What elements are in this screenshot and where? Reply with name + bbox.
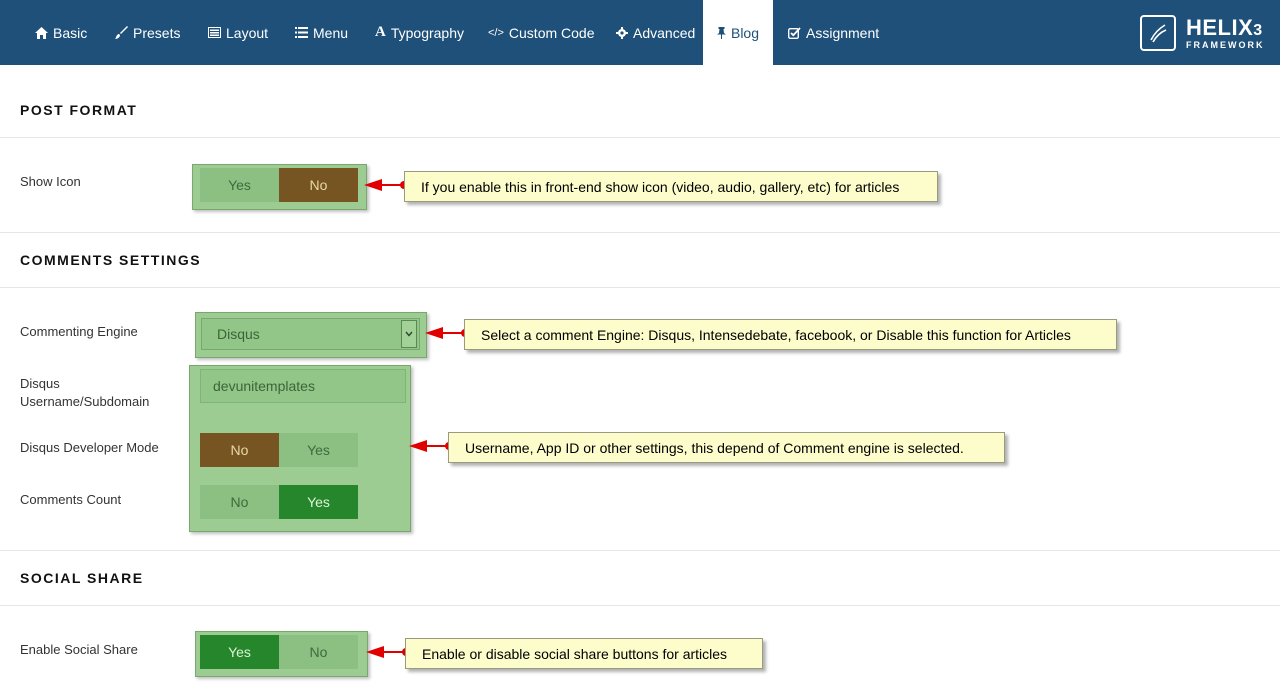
enable-social-share-label: Enable Social Share	[20, 642, 138, 657]
divider	[0, 137, 1280, 138]
red-arrow-icon	[425, 327, 469, 339]
tab-presets[interactable]: Presets	[115, 0, 180, 65]
font-icon: A	[375, 24, 386, 40]
divider	[0, 550, 1280, 551]
list-icon	[295, 27, 308, 38]
brush-icon	[115, 26, 128, 39]
commenting-engine-value: Disqus	[217, 326, 260, 342]
comments-count-yes-option[interactable]: Yes	[279, 485, 358, 519]
social-share-yes-option[interactable]: Yes	[200, 635, 279, 669]
disqus-dev-mode-no-option[interactable]: No	[200, 433, 279, 467]
divider	[0, 605, 1280, 606]
social-share-no-option[interactable]: No	[279, 635, 358, 669]
section-comments-settings: COMMENTS SETTINGS	[20, 252, 202, 268]
tab-custom-code-label: Custom Code	[508, 24, 595, 41]
tab-typography-label: Typography	[390, 24, 465, 41]
logo-name: HELIX	[1186, 14, 1254, 40]
code-icon: </>	[488, 26, 504, 39]
tab-custom-code[interactable]: </> Custom Code	[488, 0, 595, 65]
comments-count-toggle: No Yes	[200, 485, 358, 519]
logo-version: 3	[1253, 21, 1263, 39]
disqus-developer-mode-label: Disqus Developer Mode	[20, 440, 159, 455]
helix-logo: HELIX3 FRAMEWORK	[1140, 13, 1265, 53]
show-icon-label: Show Icon	[20, 174, 81, 189]
comment-settings-note: Username, App ID or other settings, this…	[448, 432, 1005, 463]
disqus-developer-mode-toggle: No Yes	[200, 433, 358, 467]
layout-icon	[208, 27, 221, 38]
tab-blog-label: Blog	[730, 24, 760, 41]
pin-icon	[716, 26, 726, 39]
tab-layout[interactable]: Layout	[208, 0, 268, 65]
comments-count-no-option[interactable]: No	[200, 485, 279, 519]
show-icon-yes-option[interactable]: Yes	[200, 168, 279, 202]
helix-logo-mark	[1140, 15, 1176, 51]
chevron-down-icon[interactable]	[401, 320, 417, 348]
tab-advanced-label: Advanced	[633, 24, 696, 41]
social-share-note: Enable or disable social share buttons f…	[405, 638, 763, 669]
disqus-username-label: Disqus Username/Subdomain	[20, 376, 150, 409]
disqus-dev-mode-yes-option[interactable]: Yes	[279, 433, 358, 467]
tab-menu-label: Menu	[313, 24, 349, 41]
commenting-engine-select[interactable]: Disqus	[201, 318, 420, 350]
red-arrow-icon	[364, 179, 408, 191]
red-arrow-icon	[366, 646, 410, 658]
tab-presets-label: Presets	[133, 24, 181, 41]
social-share-toggle: Yes No	[200, 635, 358, 669]
tab-assignment[interactable]: Assignment	[788, 0, 879, 65]
commenting-engine-note: Select a comment Engine: Disqus, Intense…	[464, 319, 1117, 350]
red-arrow-icon	[409, 440, 453, 452]
tab-basic-label: Basic	[53, 24, 88, 41]
commenting-engine-label: Commenting Engine	[20, 324, 138, 339]
disqus-username-input[interactable]: devunitemplates	[200, 369, 406, 403]
gear-icon	[616, 26, 628, 39]
home-icon	[35, 26, 48, 39]
comments-count-label: Comments Count	[20, 492, 122, 507]
show-icon-toggle: Yes No	[200, 168, 358, 202]
tab-advanced[interactable]: Advanced	[616, 0, 695, 65]
logo-subtitle: FRAMEWORK	[1186, 39, 1265, 50]
section-social-share: SOCIAL SHARE	[20, 570, 144, 586]
tab-layout-label: Layout	[226, 24, 269, 41]
tab-basic[interactable]: Basic	[35, 0, 87, 65]
tab-assignment-label: Assignment	[806, 24, 880, 41]
divider	[0, 287, 1280, 288]
checkbox-icon	[788, 26, 801, 39]
tab-menu[interactable]: Menu	[295, 0, 348, 65]
show-icon-no-option[interactable]: No	[279, 168, 358, 202]
section-post-format: POST FORMAT	[20, 102, 138, 118]
divider	[0, 232, 1280, 233]
tab-blog[interactable]: Blog	[703, 0, 773, 65]
show-icon-note: If you enable this in front-end show ico…	[404, 171, 938, 202]
